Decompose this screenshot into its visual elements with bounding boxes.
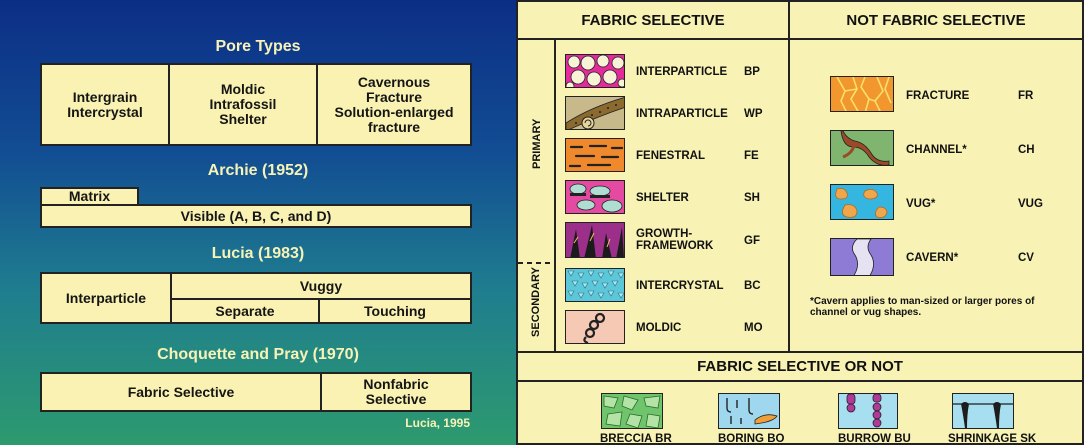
either-item-label: BURROW BU (838, 433, 911, 445)
fabric-item-label: SHELTER (636, 192, 689, 204)
divider (170, 274, 172, 322)
cavern-icon (830, 238, 894, 276)
fabric-item-label: GROWTH- FRAMEWORK (636, 228, 714, 252)
fabric-item-abbr: WP (744, 108, 763, 120)
primary-label: PRIMARY (531, 118, 543, 169)
choquette-nonfabric: Nonfabric Selective (363, 376, 429, 407)
shelter-icon (565, 180, 625, 214)
either-item-label: BORING BO (718, 433, 785, 445)
not-fabric-item-label: CAVERN* (906, 252, 959, 264)
choquette-fabric-selective: Fabric Selective (127, 383, 235, 400)
lucia-title: Lucia (1983) (211, 245, 305, 262)
intraparticle-icon (565, 96, 625, 130)
divider (518, 38, 1082, 40)
porosity-chart-panel: FABRIC SELECTIVE NOT FABRIC SELECTIVE PR… (516, 0, 1084, 445)
archie-visible-box: Visible (A, B, C, and D) (40, 204, 472, 228)
fabric-selective-header: FABRIC SELECTIVE (581, 12, 725, 29)
divider (316, 65, 318, 144)
cavern-footnote: *Cavern applies to man-sized or larger p… (810, 296, 1035, 318)
not-fabric-item-label: VUG* (906, 198, 936, 210)
fabric-item-label: INTRAPARTICLE (636, 108, 728, 120)
not-fabric-item-abbr: FR (1018, 90, 1034, 102)
fabric-item-abbr: MO (744, 322, 763, 334)
pore-types-table: Intergrain Intercrystal Moldic Intrafoss… (40, 63, 472, 146)
archie-visible-label: Visible (A, B, C, and D) (180, 207, 332, 224)
divider (168, 65, 170, 144)
archie-matrix-label: Matrix (68, 188, 111, 204)
fabric-item-label: INTERCRYSTAL (636, 280, 724, 292)
classification-panel: Pore Types Intergrain Intercrystal Moldi… (0, 0, 516, 445)
boring-icon (718, 393, 780, 429)
fabric-item-abbr: SH (744, 192, 760, 204)
burrow-icon (838, 393, 898, 429)
not-fabric-item-abbr: CH (1018, 144, 1035, 156)
shrinkage-icon (952, 393, 1014, 429)
divider (788, 2, 790, 351)
breccia-icon (601, 393, 663, 429)
either-item-label: BRECCIA BR (600, 433, 672, 445)
lucia-table: Interparticle Vuggy Separate Touching (40, 272, 472, 324)
fracture-icon (830, 76, 894, 112)
fabric-item-abbr: FE (744, 150, 759, 162)
lucia-interparticle: Interparticle (65, 289, 147, 306)
interparticle-icon (565, 54, 625, 88)
lucia-touching: Touching (364, 302, 426, 319)
divider (518, 351, 1082, 353)
choquette-table: Fabric Selective Nonfabric Selective (40, 372, 472, 412)
fabric-item-label: INTERPARTICLE (636, 66, 728, 78)
divider (318, 300, 320, 322)
pore-types-col-moldic: Moldic Intrafossil Shelter (209, 81, 277, 127)
divider (320, 374, 322, 410)
fabric-item-label: MOLDIC (636, 322, 682, 334)
credit-text: Lucia, 1995 (405, 416, 470, 430)
fabric-item-abbr: BP (744, 66, 760, 78)
pore-types-title: Pore Types (215, 38, 301, 55)
intercrystal-icon (565, 268, 625, 302)
moldic-icon (565, 310, 625, 344)
divider (554, 40, 556, 351)
not-fabric-selective-header: NOT FABRIC SELECTIVE (846, 12, 1026, 29)
pore-types-col-cavernous: Cavernous Fracture Solution-enlarged fra… (334, 73, 454, 135)
not-fabric-item-label: FRACTURE (906, 90, 970, 102)
not-fabric-item-abbr: CV (1018, 252, 1034, 264)
growth-framework-icon (565, 222, 625, 258)
lucia-separate: Separate (215, 302, 275, 319)
vug-icon (830, 184, 894, 220)
fabric-item-label: FENESTRAL (636, 150, 705, 162)
divider (518, 380, 1082, 382)
lucia-vuggy: Vuggy (299, 277, 343, 294)
divider (518, 262, 554, 264)
fenestral-icon (565, 138, 625, 172)
channel-icon (830, 130, 894, 166)
either-item-label: SHRINKAGE SK (948, 433, 1037, 445)
divider (172, 298, 470, 300)
choquette-title: Choquette and Pray (1970) (157, 346, 359, 363)
secondary-label: SECONDARY (530, 267, 542, 337)
pore-types-col-intergrain: Intergrain Intercrystal (67, 88, 143, 120)
archie-title: Archie (1952) (207, 162, 309, 179)
not-fabric-item-abbr: VUG (1018, 198, 1043, 210)
fabric-item-abbr: BC (744, 280, 761, 292)
not-fabric-item-label: CHANNEL* (906, 144, 967, 156)
fabric-selective-or-not-header: FABRIC SELECTIVE OR NOT (697, 358, 903, 375)
fabric-item-abbr: GF (744, 235, 760, 247)
